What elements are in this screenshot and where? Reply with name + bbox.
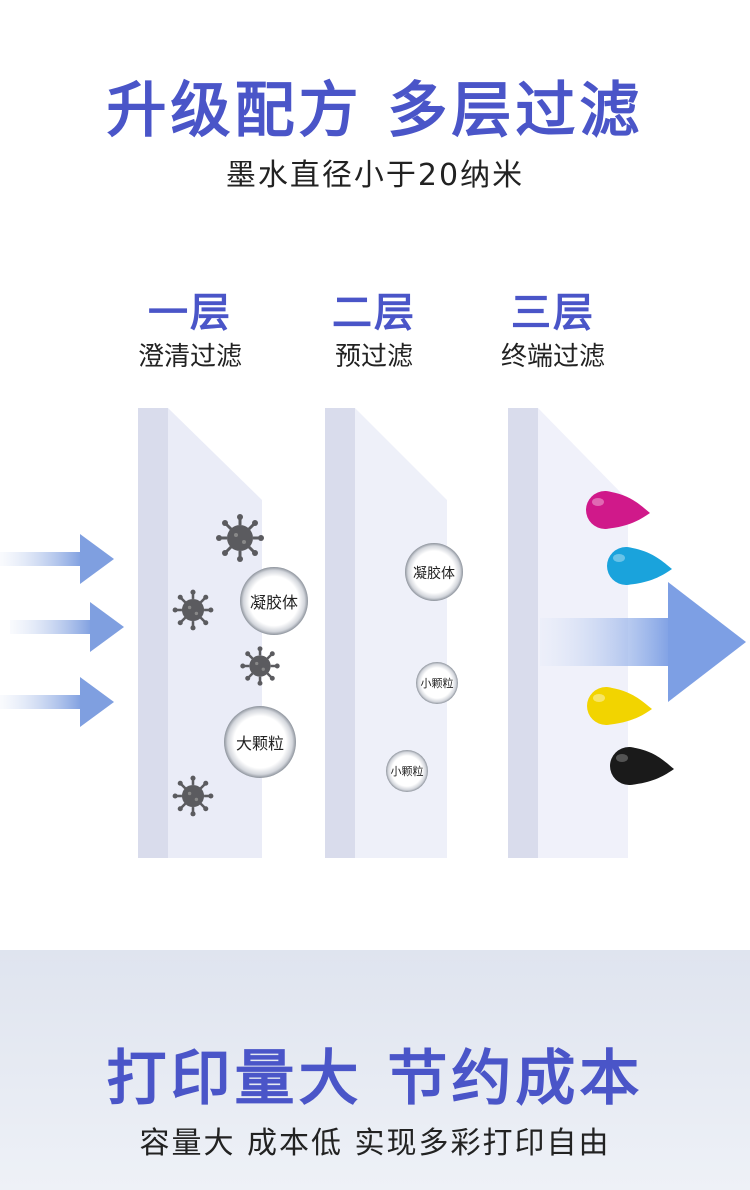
layer-2-subtitle: 预过滤	[334, 342, 413, 372]
incoming-arrow-2	[10, 602, 124, 652]
virus-icon	[171, 588, 215, 632]
layer-2-title: 二层	[332, 290, 416, 336]
magenta-ink-drop	[586, 491, 650, 529]
small-particle-label: 小颗粒	[421, 676, 454, 690]
layer-1-subtitle: 澄清过滤	[137, 342, 242, 372]
virus-icon	[171, 774, 215, 818]
cyan-ink-drop	[607, 547, 672, 585]
yellow-ink-drop	[587, 687, 652, 725]
black-ink-drop	[610, 747, 674, 785]
large-particle-bubble: 大颗粒	[224, 706, 296, 778]
incoming-arrow-3	[0, 677, 114, 727]
page-subtitle: 墨水直径小于20纳米	[225, 158, 525, 193]
large-particle-label: 大颗粒	[236, 734, 284, 753]
footer-subtitle: 容量大 成本低 实现多彩打印自由	[139, 1126, 611, 1161]
colloid-bubble: 凝胶体	[240, 567, 308, 635]
filter-panel-2	[325, 408, 447, 858]
outgoing-arrow	[540, 582, 746, 702]
virus-icon	[214, 512, 266, 564]
layer-3-subtitle: 终端过滤	[500, 342, 605, 372]
layer-3-title: 三层	[511, 290, 595, 336]
page-title: 升级配方 多层过滤	[106, 76, 644, 146]
small-particle-bubble: 小颗粒	[416, 662, 458, 704]
layer-1-title: 一层	[148, 290, 232, 336]
filtration-illustration: 凝胶体 大颗粒 凝胶体 小颗粒 小颗粒	[0, 408, 746, 858]
incoming-arrow-1	[0, 534, 114, 584]
footer-title: 打印量大 节约成本	[106, 1044, 644, 1114]
colloid-label: 凝胶体	[250, 593, 298, 612]
small-particle-label: 小颗粒	[391, 764, 424, 778]
colloid-label: 凝胶体	[413, 565, 455, 582]
virus-icon	[239, 645, 281, 687]
colloid-bubble: 凝胶体	[405, 543, 463, 601]
footer-band	[0, 950, 750, 1190]
small-particle-bubble: 小颗粒	[386, 750, 428, 792]
